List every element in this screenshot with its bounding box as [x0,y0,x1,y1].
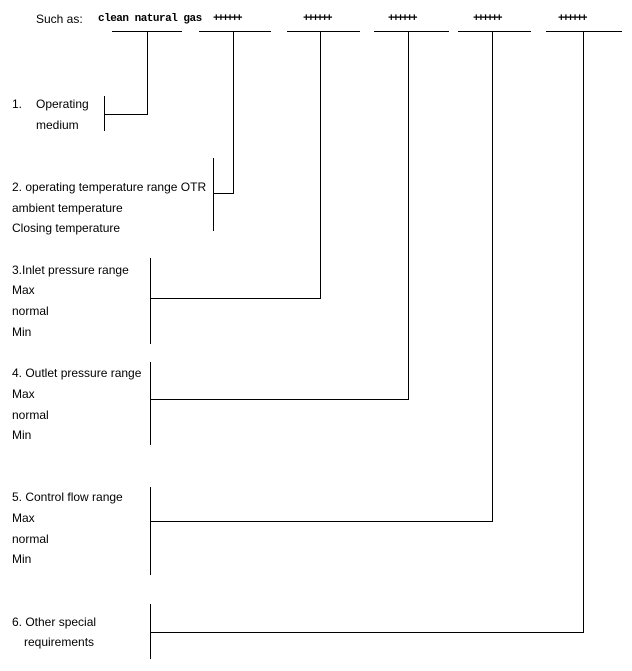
item-1-label-cont: medium [36,118,79,132]
connector-6 [150,31,584,659]
item-3-min: Min [12,325,32,339]
connector-4 [150,31,409,445]
placeholder-special-requirements: ++++++ [558,13,588,25]
item-3-title: 3.Inlet pressure range [12,263,129,277]
connector-3 [150,31,321,344]
item-4-title: 4. Outlet pressure range [12,366,142,380]
connector-5 [150,31,493,575]
such-as-label: Such as: [36,12,83,26]
item-3-max: Max [12,283,35,297]
item-1-number: 1. [12,97,23,111]
item-4-min: Min [12,428,32,442]
placeholder-control-flow: ++++++ [473,13,503,25]
connector-2 [213,31,234,231]
item-1-label: Operating [36,97,89,111]
item-2-title: 2. operating temperature range OTR [12,180,207,194]
item-6-title: 6. Other special [12,615,97,629]
item-4-normal: normal [12,408,49,422]
item-5-normal: normal [12,532,49,546]
item-4-max: Max [12,387,35,401]
placeholder-inlet-pressure: ++++++ [303,13,333,25]
item-2-closing: Closing temperature [12,221,121,235]
item-2-ambient: ambient temperature [12,201,123,215]
example-medium-value: clean natural gas [98,13,202,25]
item-6-title-cont: requirements [24,635,95,649]
item-5-min: Min [12,552,32,566]
item-3-normal: normal [12,304,49,318]
placeholder-outlet-pressure: ++++++ [388,13,418,25]
connector-1 [104,31,148,131]
placeholder-temperature: ++++++ [213,13,243,25]
item-5-max: Max [12,511,35,525]
item-5-title: 5. Control flow range [12,490,123,504]
